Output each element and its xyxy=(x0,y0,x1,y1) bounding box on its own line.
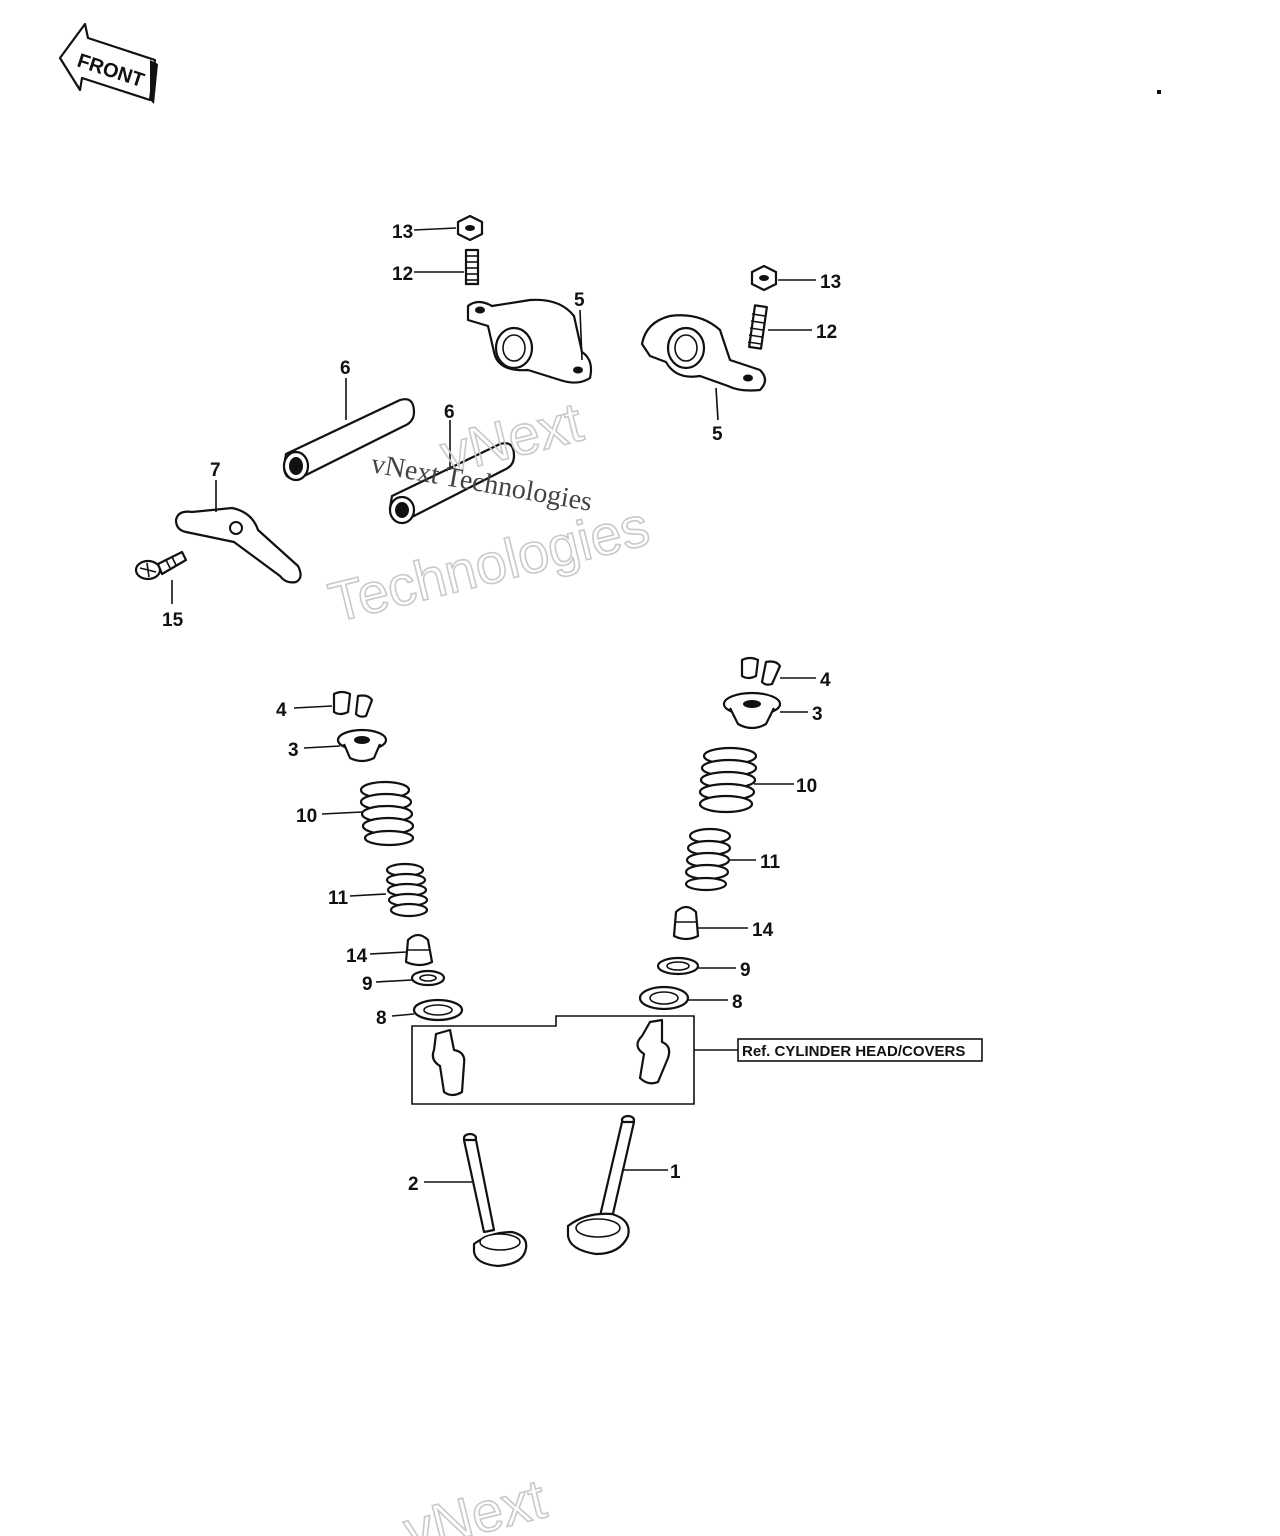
seat-8-right xyxy=(638,985,690,1011)
watermark-outline-vnext-bottom: vNext xyxy=(398,1467,553,1536)
callout-4: 4 xyxy=(820,670,831,691)
callout-13: 13 xyxy=(820,272,841,293)
callout-2: 2 xyxy=(408,1174,419,1195)
callout-8: 8 xyxy=(376,1008,387,1029)
leader-lines xyxy=(171,227,816,1183)
intake-valve-1 xyxy=(566,1114,636,1256)
inner-spring-11-right xyxy=(684,827,732,892)
callout-6: 6 xyxy=(340,358,351,379)
valve-guide-left xyxy=(431,1028,466,1097)
callout-11: 11 xyxy=(760,852,781,873)
outer-spring-10-left xyxy=(359,780,415,847)
inner-spring-11-left xyxy=(385,862,429,918)
cotter-4-left xyxy=(332,690,374,718)
callout-5: 5 xyxy=(712,424,723,445)
callout-10: 10 xyxy=(296,806,317,827)
callout-7: 7 xyxy=(210,460,221,481)
callout-14: 14 xyxy=(752,920,774,941)
valve-guide-right xyxy=(636,1018,671,1085)
retainer-3-right xyxy=(722,691,782,730)
screw-15 xyxy=(134,550,188,581)
reference-label-box: Ref. CYLINDER HEAD/COVERS xyxy=(737,1038,983,1062)
callout-14: 14 xyxy=(346,946,368,967)
watermark-outline-technologies: Technologies xyxy=(323,494,655,634)
rocker-shaft-6-upper xyxy=(282,398,416,482)
rocker-shaft-6-lower xyxy=(388,442,516,525)
cylinder-head-reference-bracket xyxy=(411,1015,738,1105)
callout-13: 13 xyxy=(392,222,413,243)
callout-12: 12 xyxy=(392,264,413,285)
callout-5: 5 xyxy=(574,290,585,311)
stem-seal-14-right xyxy=(672,905,700,941)
nut-13-right xyxy=(750,264,778,292)
seat-8-left xyxy=(412,998,464,1022)
rocker-arm-5-left xyxy=(466,298,593,384)
washer-9-right xyxy=(656,956,700,976)
front-arrow-icon: FRONT xyxy=(58,22,158,104)
callout-4: 4 xyxy=(276,700,287,721)
adjuster-screw-12-left xyxy=(464,248,480,286)
callout-8: 8 xyxy=(732,992,743,1013)
exhaust-valve-2 xyxy=(462,1132,528,1268)
reference-label-text: Ref. CYLINDER HEAD/COVERS xyxy=(742,1043,965,1060)
watermark: vNext Technologies vNext Technologies vN… xyxy=(322,389,656,1536)
callout-1: 1 xyxy=(670,1162,681,1183)
cotter-4-right xyxy=(740,656,782,686)
stem-seal-14-left xyxy=(404,933,434,967)
adjuster-screw-12-right xyxy=(747,304,768,350)
rocker-arm-5-right xyxy=(640,314,767,392)
callout-15: 15 xyxy=(162,610,184,631)
retaining-plate-7 xyxy=(174,506,302,584)
callout-3: 3 xyxy=(288,740,299,761)
callout-11: 11 xyxy=(328,888,349,909)
callout-9: 9 xyxy=(362,974,373,995)
callout-6: 6 xyxy=(444,402,455,423)
callout-3: 3 xyxy=(812,704,823,725)
callout-9: 9 xyxy=(740,960,751,981)
nut-13-left xyxy=(456,214,484,242)
washer-9-left xyxy=(410,969,446,987)
scan-speck xyxy=(1157,90,1161,94)
callout-labels: 13 12 5 13 12 5 6 6 7 15 4 3 10 11 14 9 … xyxy=(162,222,841,1195)
callout-12: 12 xyxy=(816,322,837,343)
retainer-3-left xyxy=(336,728,388,763)
outer-spring-10-right xyxy=(698,746,758,814)
callout-10: 10 xyxy=(796,776,817,797)
